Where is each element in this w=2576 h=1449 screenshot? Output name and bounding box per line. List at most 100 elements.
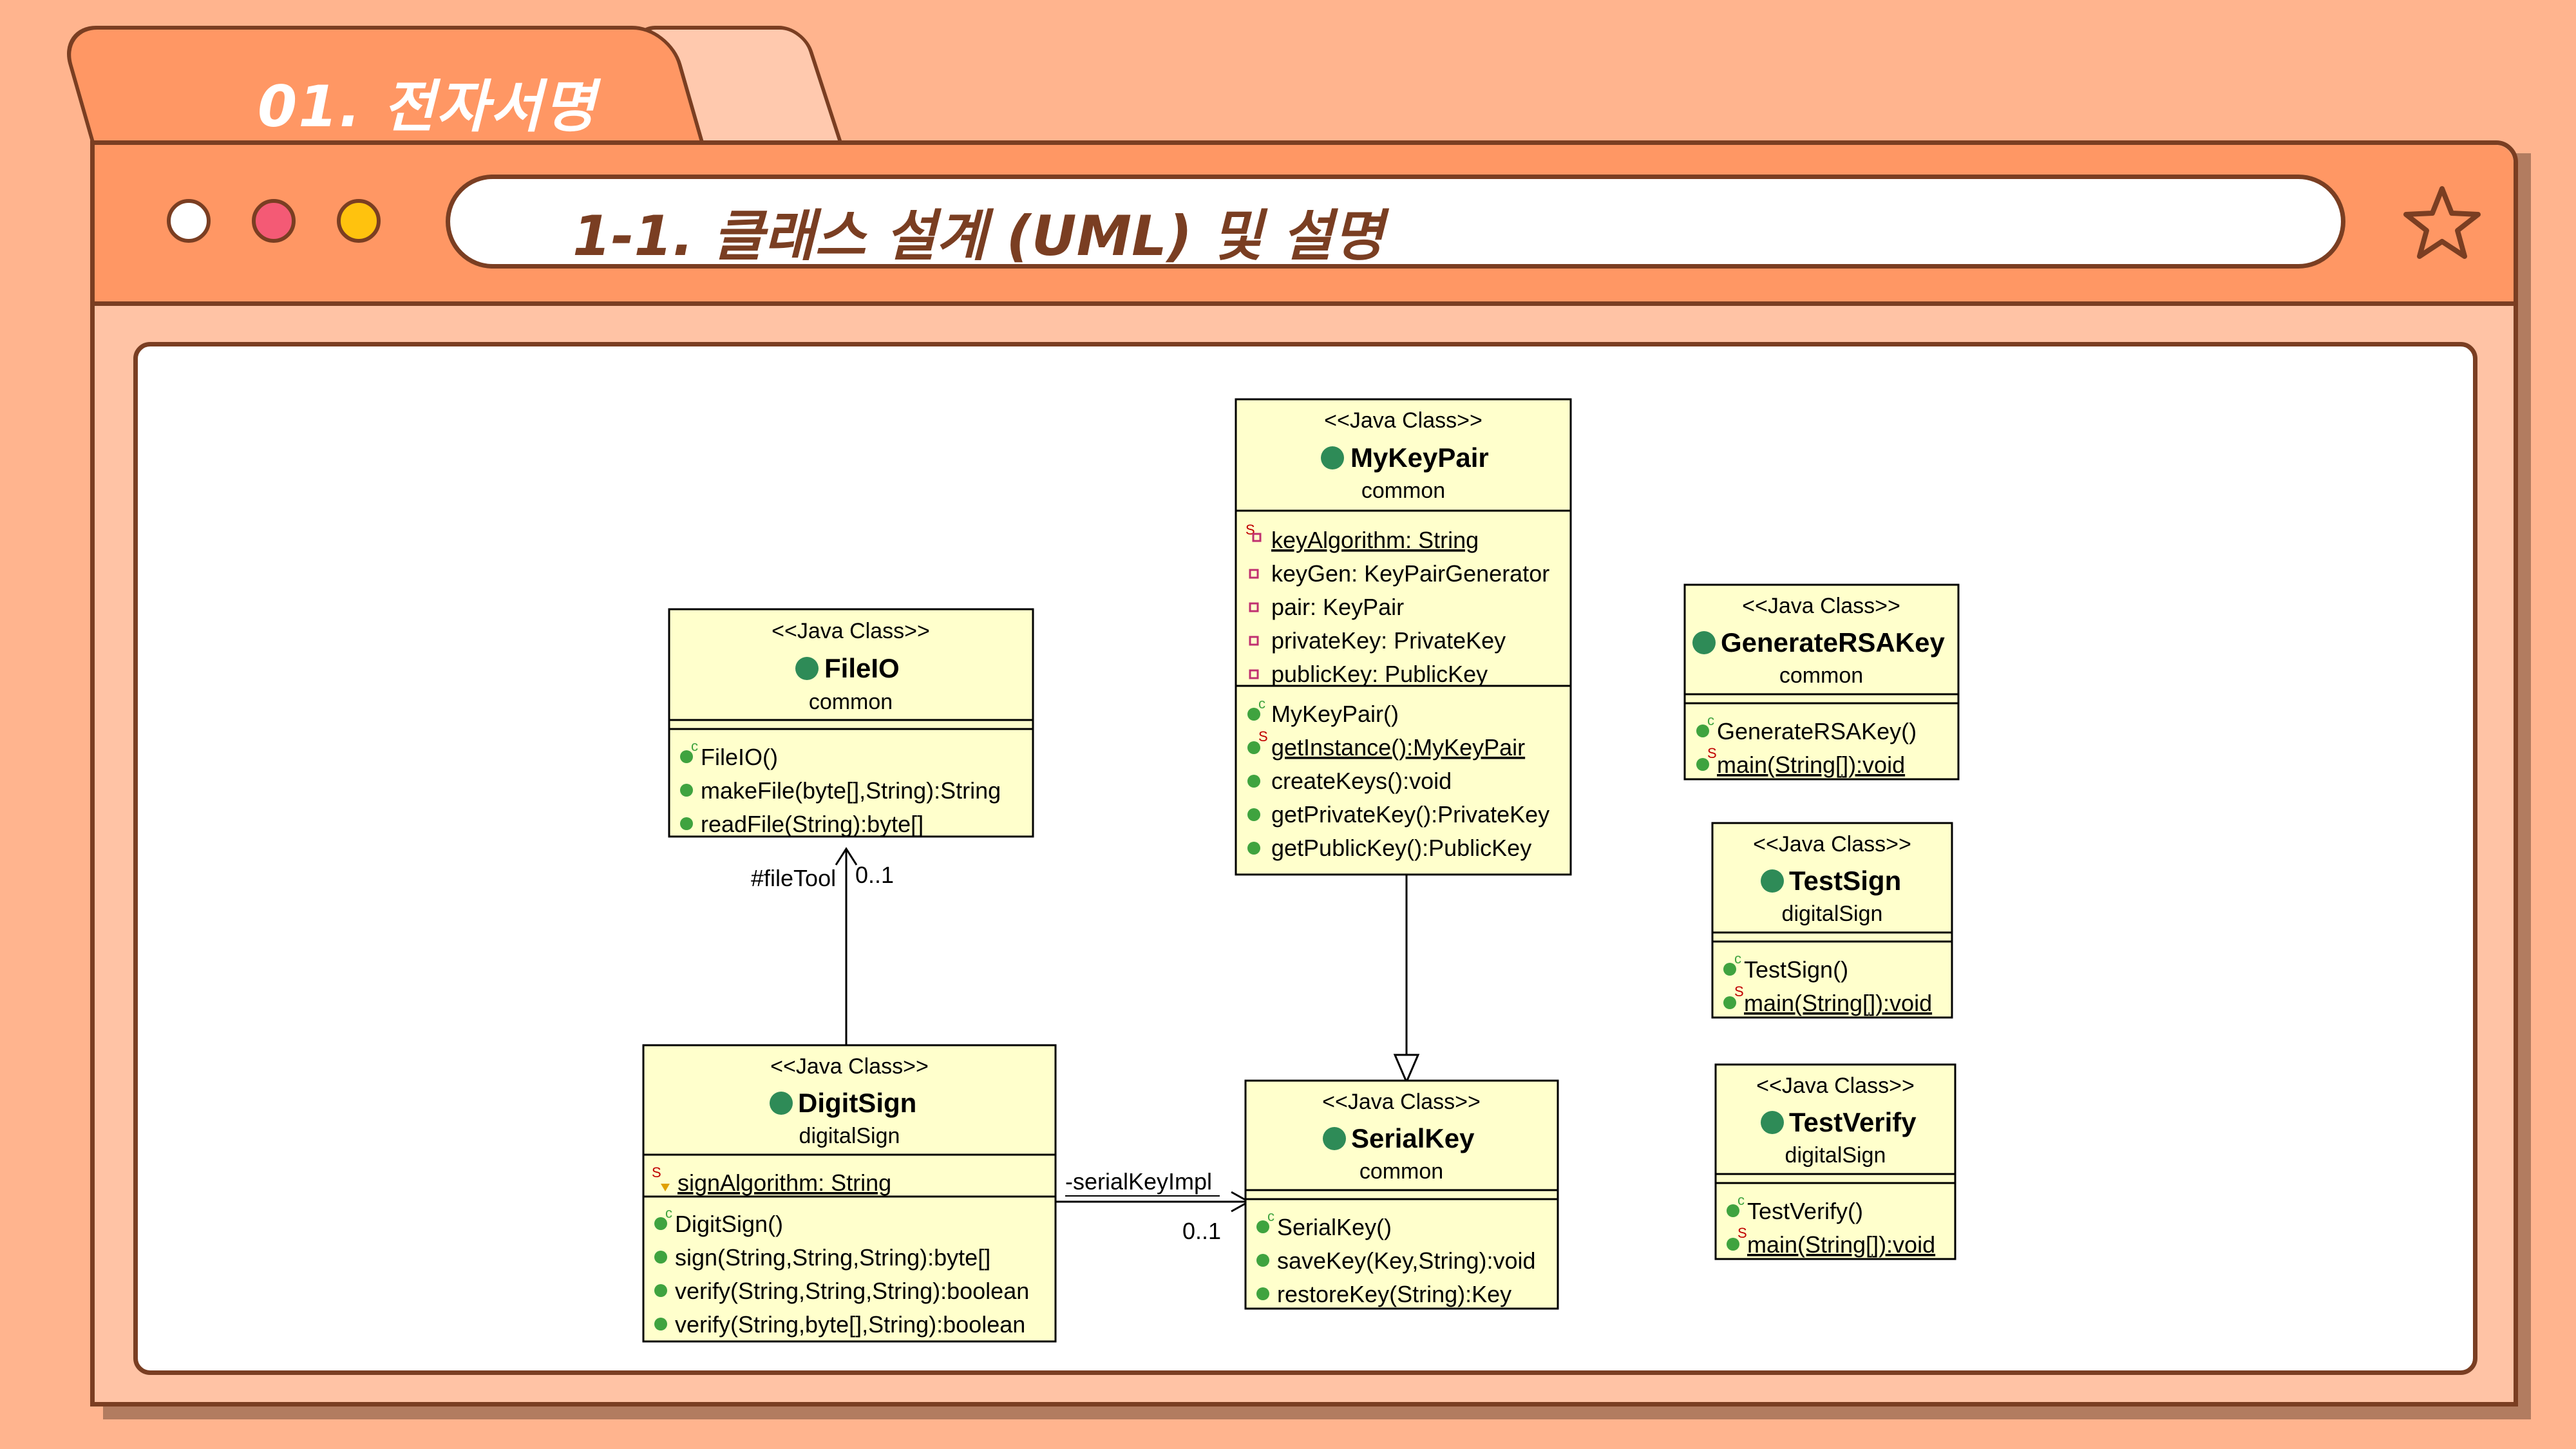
class-method: DigitSign() xyxy=(675,1211,783,1237)
public-method-icon xyxy=(1256,1254,1269,1267)
class-method: SerialKey() xyxy=(1277,1214,1392,1240)
browser-window: 1-1. 클래스 설계 (UML) 및 설명 #fileTool 0..1 -s… xyxy=(90,140,2518,1406)
class-stereotype: <<Java Class>> xyxy=(772,619,930,643)
class-fileio[interactable]: <<Java Class>> FileIO common c FileIO() … xyxy=(668,608,1034,838)
class-method: restoreKey(String):Key xyxy=(1277,1281,1511,1307)
class-stereotype: <<Java Class>> xyxy=(1324,408,1482,433)
public-method-icon xyxy=(1727,1204,1739,1217)
class-testsign[interactable]: <<Java Class>> TestSign digitalSign c Te… xyxy=(1711,822,1953,1019)
class-name: TestSign xyxy=(1789,866,1901,896)
class-box xyxy=(642,1044,1057,1343)
class-field: pair: KeyPair xyxy=(1271,594,1404,620)
public-method-icon xyxy=(1247,708,1260,721)
class-box xyxy=(1714,1063,1956,1260)
private-field-icon xyxy=(1249,669,1259,679)
filetool-role-label: #fileTool xyxy=(751,865,836,891)
class-method: sign(String,String,String):byte[] xyxy=(675,1244,990,1271)
content-panel: #fileTool 0..1 -serialKeyImpl 0..1 <<Jav… xyxy=(133,342,2477,1375)
window-dot-yellow[interactable] xyxy=(337,199,381,243)
class-method: GenerateRSAKey() xyxy=(1717,718,1917,744)
class-name: MyKeyPair xyxy=(1350,442,1489,473)
class-field: keyAlgorithm: String xyxy=(1271,527,1479,553)
class-method: main(String[]):void xyxy=(1744,990,1932,1016)
class-method: main(String[]):void xyxy=(1717,752,1905,778)
public-method-icon xyxy=(1247,842,1260,855)
class-icon xyxy=(1761,1111,1784,1134)
class-name: SerialKey xyxy=(1351,1123,1475,1153)
association-filetool-arrowhead xyxy=(835,847,858,866)
public-method-icon xyxy=(1247,808,1260,821)
static-marker: S xyxy=(1738,1225,1747,1241)
class-method: readFile(String):byte[] xyxy=(701,811,923,837)
class-method: getInstance():MyKeyPair xyxy=(1271,734,1525,761)
class-serialkey[interactable]: <<Java Class>> SerialKey common c Serial… xyxy=(1244,1079,1559,1310)
class-method: FileIO() xyxy=(701,744,778,770)
class-name: FileIO xyxy=(824,653,900,683)
class-icon xyxy=(1323,1127,1346,1150)
class-stereotype: <<Java Class>> xyxy=(1756,1074,1915,1098)
generalization-arrowhead xyxy=(1393,1054,1420,1084)
class-box xyxy=(1244,1079,1559,1310)
class-package: digitalSign xyxy=(1782,902,1883,926)
public-method-icon xyxy=(1247,741,1260,754)
class-method: TestVerify() xyxy=(1747,1198,1863,1224)
class-method: main(String[]):void xyxy=(1747,1231,1935,1258)
public-method-icon xyxy=(1723,996,1736,1009)
star-icon[interactable] xyxy=(2400,182,2484,266)
public-method-icon xyxy=(654,1217,667,1230)
class-icon xyxy=(795,657,819,680)
class-icon xyxy=(1692,631,1716,654)
class-field: privateKey: PrivateKey xyxy=(1271,627,1506,654)
public-method-icon xyxy=(654,1318,667,1331)
class-stereotype: <<Java Class>> xyxy=(770,1054,929,1079)
class-package: common xyxy=(809,690,893,714)
private-field-icon xyxy=(1252,533,1262,542)
class-icon xyxy=(1761,869,1784,893)
static-marker: S xyxy=(1707,745,1717,761)
address-bar[interactable]: 1-1. 클래스 설계 (UML) 및 설명 xyxy=(446,175,2345,269)
uml-class-diagram: #fileTool 0..1 -serialKeyImpl 0..1 <<Jav… xyxy=(642,398,1960,1343)
class-mykeypair[interactable]: <<Java Class>> MyKeyPair common S keyAlg… xyxy=(1235,398,1572,876)
class-method: getPublicKey():PublicKey xyxy=(1271,835,1531,861)
class-field: signAlgorithm: String xyxy=(677,1170,891,1196)
public-method-icon xyxy=(1723,963,1736,976)
protected-field-icon xyxy=(661,1184,670,1191)
class-digitsign[interactable]: <<Java Class>> DigitSign digitalSign S s… xyxy=(642,1044,1057,1343)
class-stereotype: <<Java Class>> xyxy=(1742,594,1900,618)
public-method-icon xyxy=(1727,1238,1739,1251)
constructor-marker: c xyxy=(1258,696,1265,712)
class-testverify[interactable]: <<Java Class>> TestVerify digitalSign c … xyxy=(1714,1063,1956,1260)
class-package: digitalSign xyxy=(1785,1143,1886,1168)
class-stereotype: <<Java Class>> xyxy=(1753,832,1911,857)
class-stereotype: <<Java Class>> xyxy=(1322,1090,1481,1114)
class-field: keyGen: KeyPairGenerator xyxy=(1271,560,1549,587)
class-box xyxy=(668,608,1034,838)
constructor-marker: c xyxy=(665,1205,672,1221)
public-method-icon xyxy=(680,817,693,830)
constructor-marker: c xyxy=(1738,1192,1745,1208)
public-method-icon xyxy=(654,1251,667,1264)
public-method-icon xyxy=(680,784,693,797)
class-generatersakey[interactable]: <<Java Class>> GenerateRSAKey common c G… xyxy=(1683,583,1960,781)
class-name: DigitSign xyxy=(798,1088,916,1118)
static-marker: S xyxy=(1258,728,1268,744)
constructor-marker: c xyxy=(1734,951,1741,967)
private-field-icon xyxy=(1249,569,1259,579)
class-box xyxy=(1683,583,1960,781)
constructor-marker: c xyxy=(1707,712,1714,728)
class-icon xyxy=(770,1092,793,1115)
window-header: 1-1. 클래스 설계 (UML) 및 설명 xyxy=(95,145,2514,306)
class-package: digitalSign xyxy=(799,1124,900,1148)
public-method-icon xyxy=(1256,1220,1269,1233)
serialkeyimpl-multiplicity-label: 0..1 xyxy=(1182,1218,1221,1244)
class-method: TestSign() xyxy=(1744,956,1848,983)
public-method-icon xyxy=(1256,1287,1269,1300)
window-dot-red[interactable] xyxy=(252,199,296,243)
tab-title: 01. 전자서명 xyxy=(258,73,597,140)
constructor-marker: c xyxy=(691,738,698,754)
private-field-icon xyxy=(1249,602,1259,612)
class-icon xyxy=(1321,446,1344,469)
class-package: common xyxy=(1361,478,1445,503)
address-text: 1-1. 클래스 설계 (UML) 및 설명 xyxy=(573,204,1384,269)
window-dot-white[interactable] xyxy=(167,199,211,243)
